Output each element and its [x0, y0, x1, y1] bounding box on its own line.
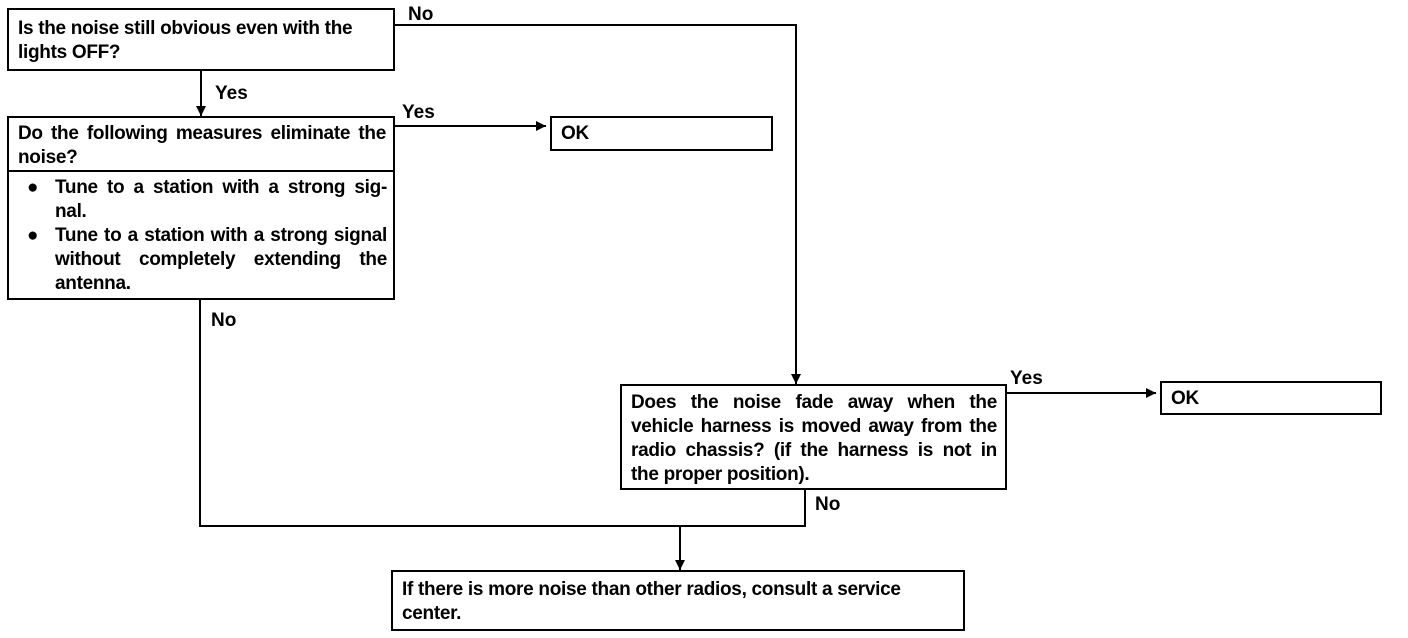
label-q1-no: No — [408, 4, 434, 25]
result-ok-1: OK — [550, 116, 773, 151]
result-consult-service: If there is more noise than other radios… — [391, 570, 965, 631]
label-q2-yes: Yes — [402, 102, 435, 123]
measure-item-1-text: Tune to a station with a strong sig-nal. — [55, 177, 387, 222]
result-consult-service-text: If there is more noise than other radios… — [402, 579, 901, 624]
edge-q1-no — [394, 24, 801, 384]
measures-list: ● Tune to a station with a strong sig-na… — [9, 176, 387, 296]
result-ok-2-text: OK — [1171, 388, 1199, 409]
decision-harness-text: Does the noise fade away when the vehicl… — [631, 392, 997, 485]
result-ok-1-text: OK — [561, 123, 589, 144]
decision-measures: Do the following measures eliminate the … — [7, 116, 395, 300]
decision-measures-divider — [9, 170, 393, 172]
label-q3-yes: Yes — [1010, 368, 1043, 389]
decision-lights-off: Is the noise still obvious even with the… — [7, 8, 395, 71]
measure-item-1: ● Tune to a station with a strong sig-na… — [9, 176, 387, 224]
label-q1-yes: Yes — [215, 83, 248, 104]
label-q2-no: No — [211, 310, 237, 331]
edge-q2-no — [199, 299, 680, 527]
measure-item-2: ● Tune to a station with a strong signal… — [9, 224, 387, 296]
bullet-icon: ● — [27, 177, 39, 198]
edge-q3-no — [680, 489, 806, 527]
decision-lights-off-text: Is the noise still obvious even with the… — [18, 18, 353, 63]
label-q3-no: No — [815, 494, 841, 515]
measure-item-2-text: Tune to a station with a strong signal w… — [55, 225, 387, 294]
bullet-icon: ● — [27, 225, 39, 246]
decision-measures-text: Do the following measures eliminate the … — [18, 123, 386, 168]
decision-harness: Does the noise fade away when the vehicl… — [620, 384, 1007, 490]
result-ok-2: OK — [1160, 381, 1382, 415]
